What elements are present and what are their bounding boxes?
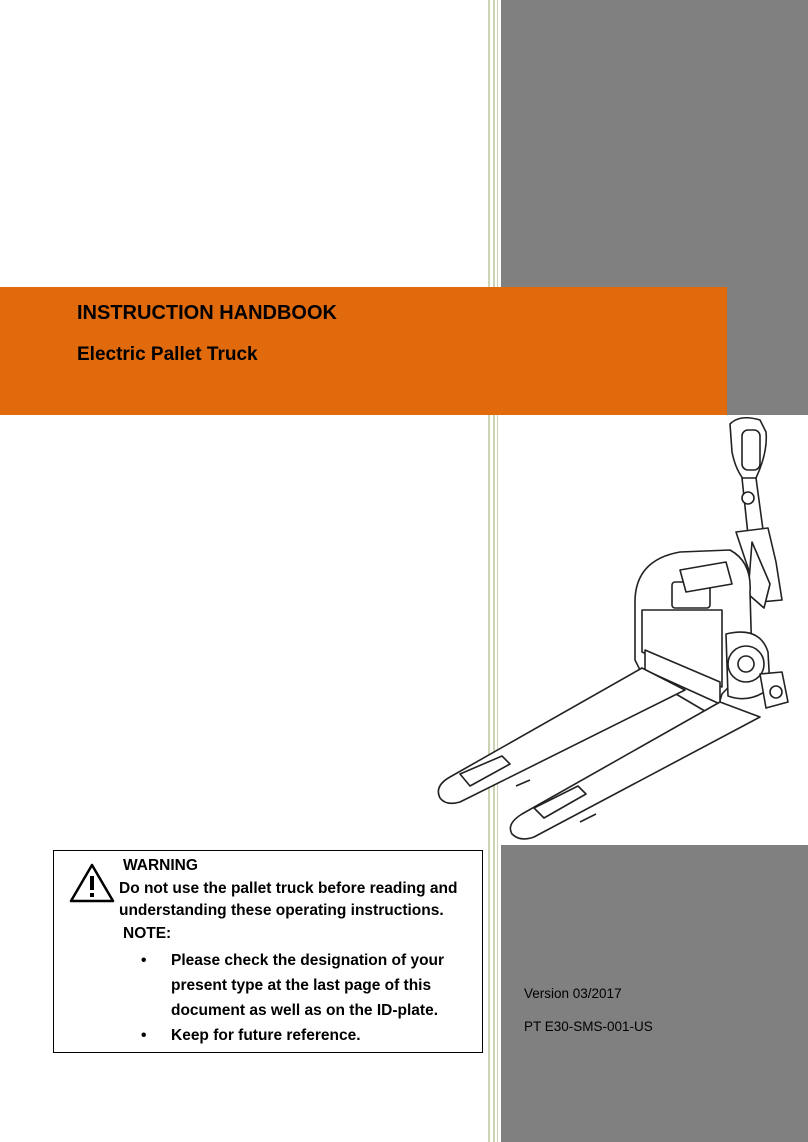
- warning-box: WARNING Do not use the pallet truck befo…: [53, 850, 483, 1053]
- pallet-truck-illustration: [437, 416, 789, 840]
- title-band: [0, 287, 727, 415]
- document-id: PT E30-SMS-001-US: [524, 1019, 653, 1034]
- gray-panel-bottom: [501, 845, 808, 1142]
- note-item: • Keep for future reference.: [141, 1023, 471, 1048]
- warning-heading: WARNING: [123, 857, 198, 874]
- document-subtitle: Electric Pallet Truck: [77, 344, 258, 365]
- vertical-rule: [497, 0, 498, 1142]
- version-label: Version 03/2017: [524, 986, 622, 1001]
- vertical-rule: [488, 0, 490, 1142]
- vertical-rule: [493, 0, 495, 1142]
- bullet-icon: •: [141, 952, 147, 969]
- note-item-text: Please check the designation of your pre…: [171, 952, 445, 1019]
- note-item-text: Keep for future reference.: [171, 1027, 361, 1044]
- note-heading: NOTE:: [123, 925, 172, 942]
- note-item: • Please check the designation of your p…: [141, 948, 471, 1023]
- bullet-icon: •: [141, 1027, 147, 1044]
- document-title: INSTRUCTION HANDBOOK: [77, 302, 337, 324]
- note-list: • Please check the designation of your p…: [141, 948, 471, 1048]
- warning-triangle-icon: [69, 863, 115, 903]
- warning-text: Do not use the pallet truck before readi…: [119, 880, 458, 919]
